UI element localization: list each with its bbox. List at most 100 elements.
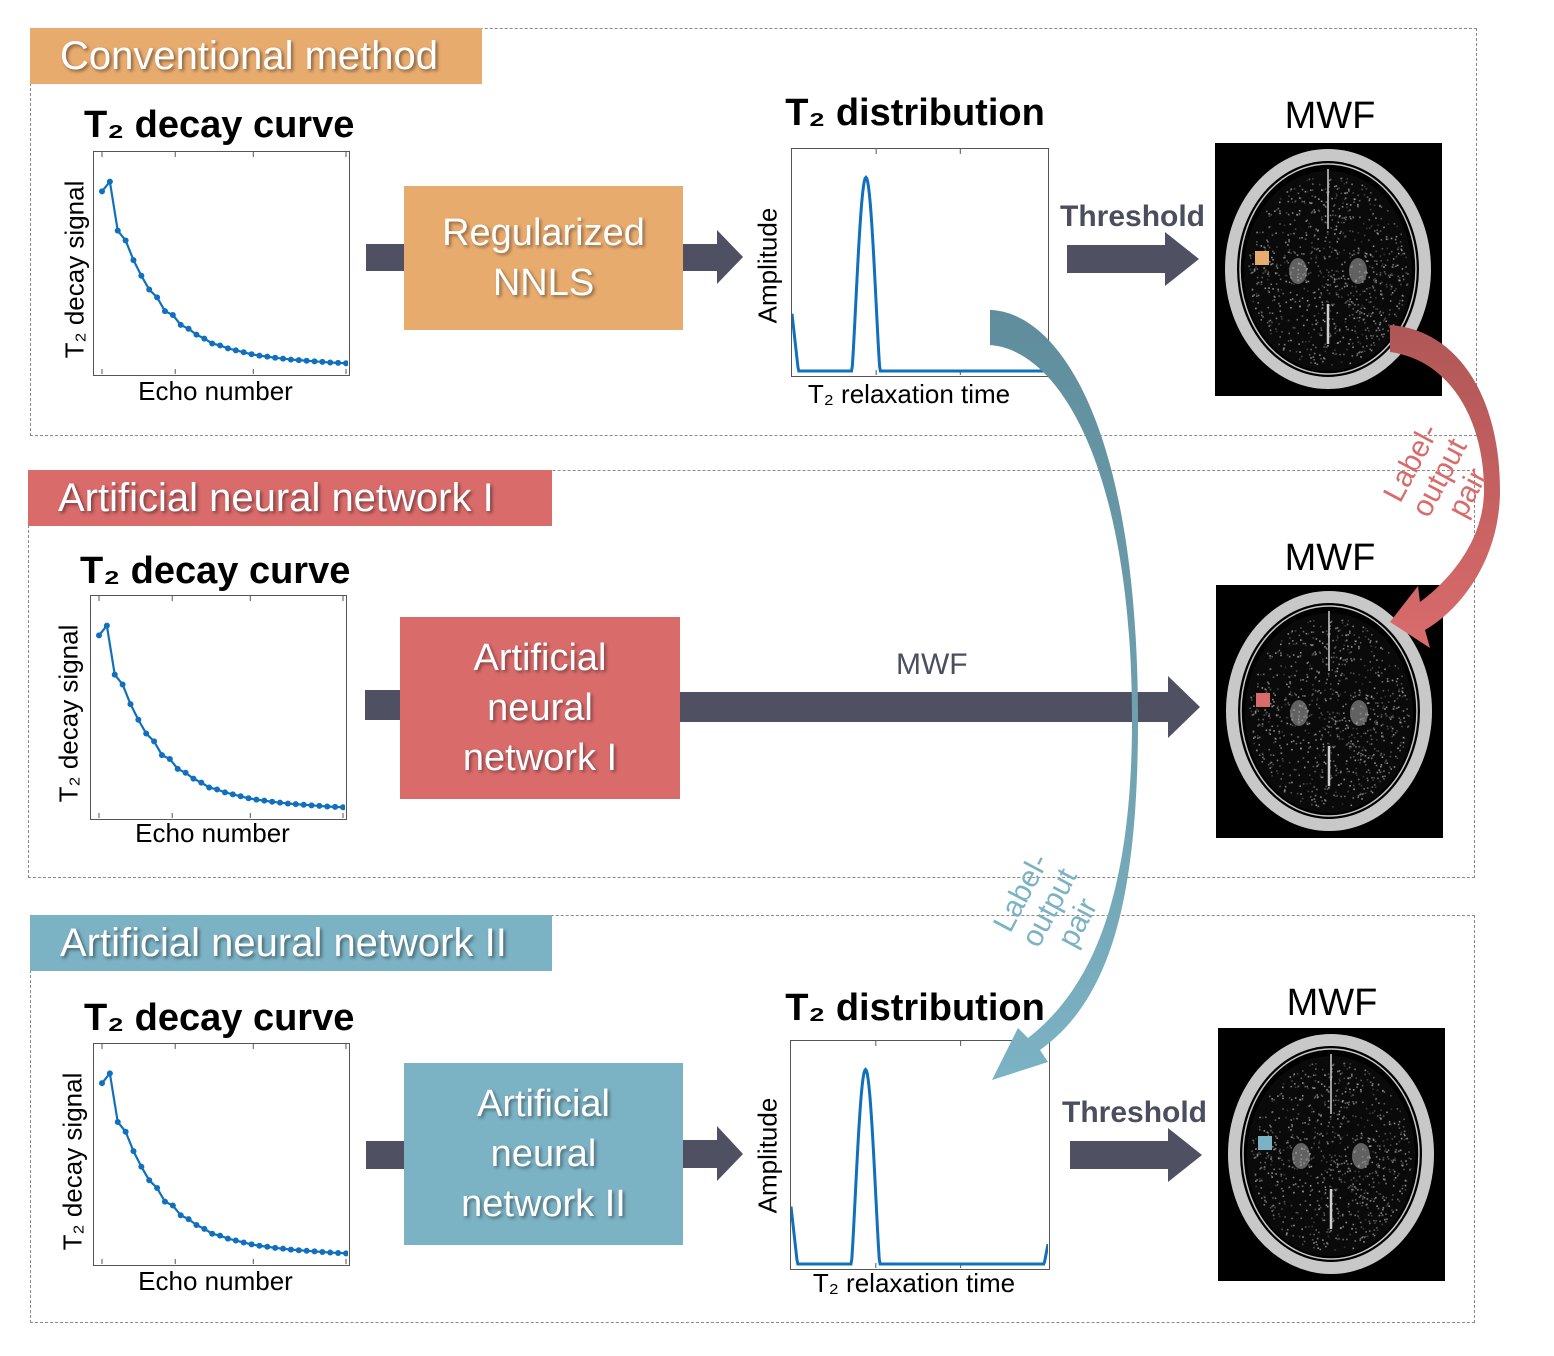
speckle — [1360, 658, 1362, 661]
dist-xlabel-ann2: T₂ relaxation time — [812, 1268, 1016, 1298]
speckle — [1282, 1095, 1284, 1097]
speckle — [1317, 274, 1320, 277]
speckle — [1299, 1099, 1301, 1101]
speckle — [1274, 1206, 1276, 1209]
skull-inner-line — [1240, 605, 1418, 817]
speckle — [1294, 201, 1296, 204]
speckle — [1401, 1187, 1404, 1190]
speckle — [1389, 309, 1391, 311]
speckle — [1268, 1095, 1271, 1098]
speckle — [1338, 712, 1341, 715]
speckle — [1398, 694, 1401, 697]
speckle — [1276, 263, 1278, 266]
speckle — [1311, 1239, 1314, 1241]
speckle — [1318, 689, 1320, 692]
speckle — [1270, 754, 1272, 756]
speckle — [1310, 212, 1313, 214]
speckle — [1331, 1071, 1333, 1073]
speckle — [1310, 667, 1313, 670]
speckle — [1343, 778, 1346, 781]
speckle — [1306, 673, 1308, 676]
speckle — [1398, 721, 1401, 723]
speckle — [1378, 666, 1380, 669]
speckle — [1338, 251, 1341, 254]
speckle — [1337, 1170, 1340, 1173]
speckle — [1384, 1150, 1386, 1152]
speckle — [1375, 641, 1378, 643]
speckle — [1379, 1220, 1381, 1223]
speckle — [1341, 719, 1344, 721]
decay-point — [135, 716, 142, 723]
speckle — [1358, 673, 1361, 676]
speckle — [1248, 265, 1250, 268]
speckle — [1342, 202, 1344, 205]
speckle — [1336, 1166, 1339, 1168]
speckle — [1269, 668, 1271, 671]
speckle — [1296, 318, 1299, 321]
speckle — [1366, 630, 1369, 632]
speckle — [1408, 1141, 1410, 1144]
speckle — [1402, 1125, 1405, 1128]
speckle — [1281, 331, 1283, 333]
speckle — [1336, 734, 1339, 736]
speckle — [1301, 1185, 1304, 1188]
speckle — [1326, 725, 1329, 727]
speckle — [1324, 689, 1326, 692]
speckle — [1344, 678, 1347, 681]
speckle — [1374, 289, 1376, 292]
speckle — [1391, 292, 1394, 294]
speckle — [1373, 344, 1376, 346]
speckle — [1250, 272, 1253, 274]
speckle — [1268, 325, 1271, 327]
mwf-map-ann2 — [1218, 1028, 1445, 1281]
speckle — [1350, 1073, 1353, 1076]
speckle — [1287, 340, 1290, 342]
speckle — [1400, 1131, 1403, 1134]
speckle — [1278, 730, 1281, 733]
speckle — [1260, 1197, 1263, 1200]
speckle — [1326, 1243, 1329, 1245]
speckle — [1309, 620, 1312, 623]
speckle — [1350, 1179, 1353, 1181]
speckle — [1293, 1137, 1295, 1140]
speckle — [1313, 247, 1316, 250]
speckle — [1260, 318, 1263, 321]
speckle — [1371, 1112, 1374, 1114]
speckle — [1314, 653, 1317, 656]
speckle — [1349, 338, 1352, 341]
speckle — [1306, 299, 1309, 302]
speckle — [1255, 292, 1258, 295]
speckle — [1397, 1123, 1400, 1126]
speckle — [1309, 1184, 1312, 1187]
speckle — [1386, 678, 1389, 680]
speckle — [1355, 1187, 1357, 1190]
speckle — [1356, 298, 1358, 301]
speckle — [1360, 752, 1362, 755]
speckle — [1389, 1171, 1391, 1173]
speckle — [1334, 185, 1336, 188]
speckle — [1271, 234, 1274, 236]
speckle — [1253, 742, 1255, 745]
speckle — [1321, 1135, 1324, 1137]
speckle — [1363, 748, 1366, 751]
speckle — [1300, 800, 1302, 803]
speckle — [1400, 254, 1403, 256]
speckle — [1325, 1204, 1328, 1207]
speckle — [1293, 250, 1295, 253]
speckle — [1292, 1235, 1294, 1237]
speckle — [1269, 312, 1271, 314]
speckle — [1310, 1158, 1313, 1161]
speckle — [1272, 1197, 1274, 1199]
speckle — [1340, 795, 1342, 798]
speckle — [1348, 630, 1351, 633]
speckle — [1350, 651, 1352, 653]
speckle — [1280, 1092, 1283, 1095]
speckle — [1317, 805, 1320, 808]
speckle — [1341, 619, 1344, 622]
speckle — [1349, 742, 1352, 745]
speckle — [1400, 233, 1402, 236]
speckle — [1405, 1137, 1407, 1140]
speckle — [1372, 655, 1375, 658]
speckle — [1269, 319, 1272, 322]
decay-point — [324, 803, 331, 810]
